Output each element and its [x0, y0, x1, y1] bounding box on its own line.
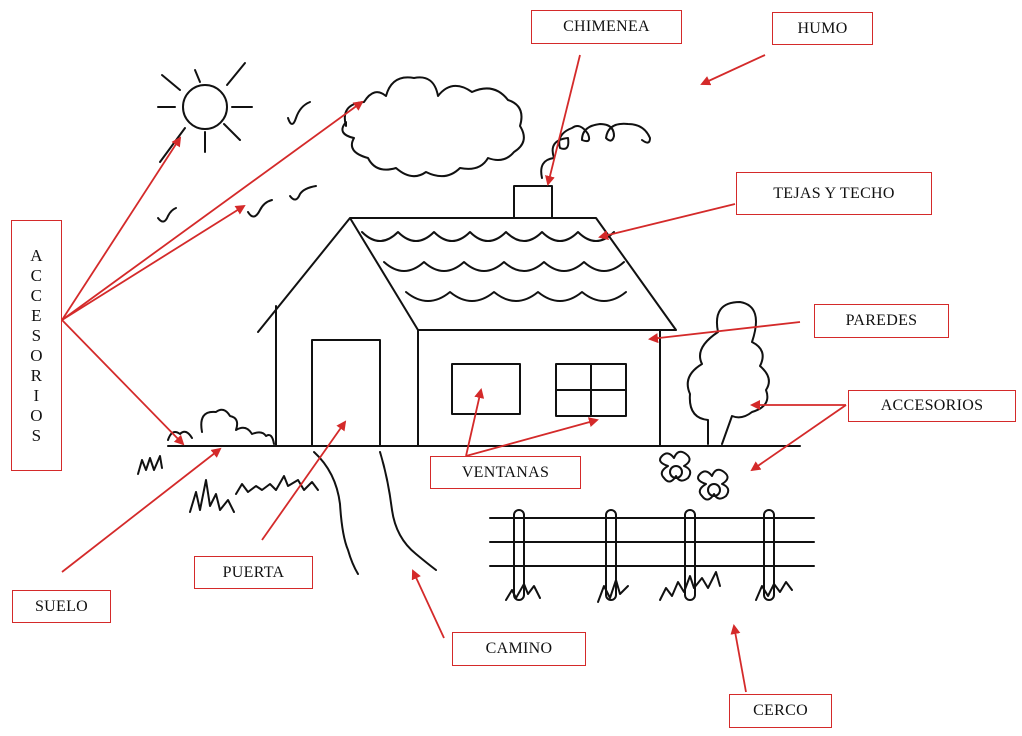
door-drawing	[312, 340, 380, 446]
label-char: R	[30, 365, 43, 385]
label-char: A	[30, 245, 43, 265]
smoke-drawing	[541, 124, 650, 178]
label-char: O	[30, 345, 43, 365]
label-puerta: PUERTA	[194, 556, 313, 589]
window-left-drawing	[452, 364, 520, 414]
arrows	[62, 55, 846, 692]
label-char: O	[30, 405, 43, 425]
label-paredes: PAREDES	[814, 304, 949, 338]
label-accesorios-right: ACCESORIOS	[848, 390, 1016, 422]
tree-drawing	[688, 302, 769, 444]
roof-drawing	[258, 218, 676, 332]
label-tejas-y-techo: TEJAS Y TECHO	[736, 172, 932, 215]
label-char: C	[30, 285, 43, 305]
label-camino: CAMINO	[452, 632, 586, 666]
label-humo: HUMO	[772, 12, 873, 45]
fence-drawing	[490, 510, 814, 602]
sun-drawing	[158, 63, 252, 162]
cloud-drawing	[342, 77, 523, 176]
label-char: S	[31, 325, 42, 345]
flowers-drawing	[660, 452, 728, 500]
label-suelo: SUELO	[12, 590, 111, 623]
label-cerco: CERCO	[729, 694, 832, 728]
path-drawing	[314, 452, 358, 574]
chimney-drawing	[514, 186, 552, 218]
birds-drawing	[158, 102, 316, 222]
label-char: S	[31, 425, 42, 445]
label-chimenea: CHIMENEA	[531, 10, 682, 44]
label-char: C	[30, 265, 43, 285]
label-ventanas: VENTANAS	[430, 456, 581, 489]
label-char: I	[33, 385, 40, 405]
label-char: E	[31, 305, 42, 325]
